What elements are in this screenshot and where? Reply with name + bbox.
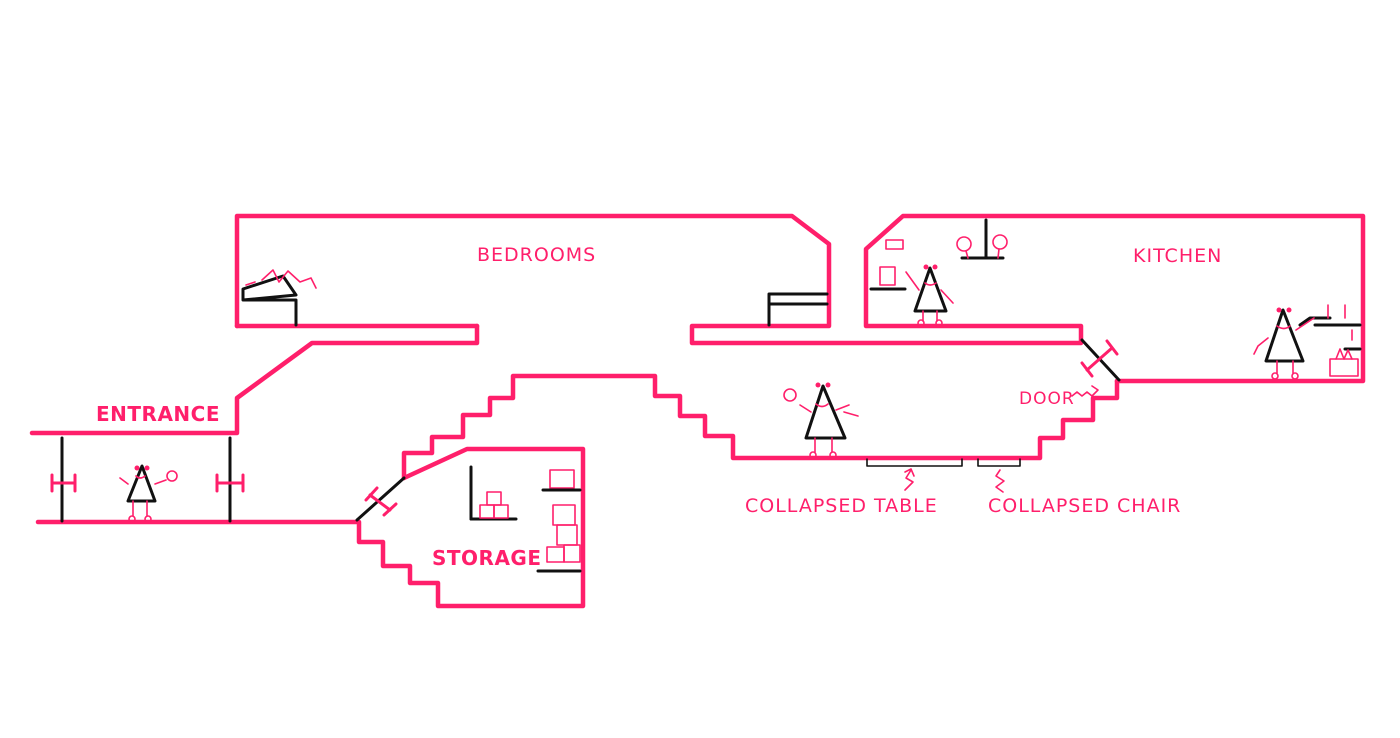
character-icon: [1253, 307, 1315, 380]
entrance-label: ENTRANCE: [96, 402, 220, 426]
door-icon[interactable]: [50, 436, 77, 523]
furniture: [241, 218, 1362, 573]
bedrooms-room: [234, 213, 1366, 384]
labels: ENTRANCE BEDROOMS KITCHEN STORAGE DOOR C…: [96, 244, 1222, 570]
shelf-icon: [869, 239, 907, 291]
kitchen-label: KITCHEN: [1133, 245, 1222, 267]
bed-icon: [767, 292, 829, 327]
characters: [119, 264, 1315, 523]
door-icon[interactable]: [355, 476, 406, 522]
door-icon[interactable]: [215, 436, 245, 523]
storage-label: STORAGE: [432, 546, 542, 570]
storage-room: [356, 446, 586, 609]
stove-icon: [1298, 304, 1362, 377]
character-icon: [905, 264, 954, 327]
doors: [50, 338, 1121, 523]
collapsed-table-label: COLLAPSED TABLE: [745, 495, 938, 517]
character-icon: [783, 382, 859, 459]
collapsed-table: [866, 458, 963, 491]
bed-icon: [241, 269, 317, 327]
collapsed-chair-label: COLLAPSED CHAIR: [988, 495, 1181, 517]
entrance-top-wall: [29, 323, 480, 436]
bedrooms-label: BEDROOMS: [477, 244, 596, 266]
door-label: DOOR: [1019, 389, 1075, 409]
stair-corridor-top: [401, 373, 1120, 481]
lamp-icon: [956, 218, 1008, 260]
walls: [29, 213, 1366, 609]
door-pointer: [1071, 385, 1099, 397]
character-icon: [119, 464, 178, 523]
collapsed-chair: [977, 458, 1021, 493]
box-icon: [469, 465, 582, 573]
door-icon[interactable]: [1080, 338, 1121, 382]
